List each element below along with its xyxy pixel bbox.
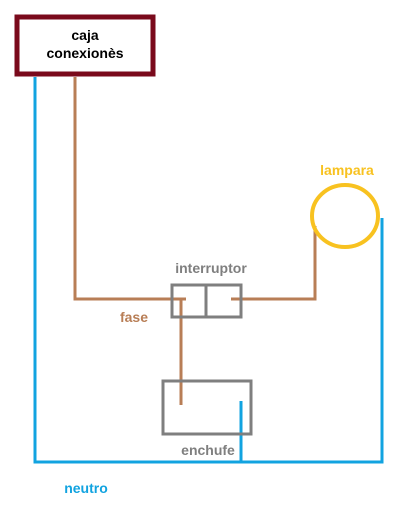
neutral-label: neutro: [64, 480, 108, 496]
junction-box-label-line2: conexionès: [46, 45, 123, 61]
junction-box: [14, 14, 156, 77]
switch-left: [170, 283, 208, 319]
switch-right: [204, 283, 243, 319]
outlet-box: [161, 379, 253, 436]
junction-box-label-line1: caja: [71, 27, 98, 43]
outlet-label: enchufe: [181, 442, 235, 458]
phase-wire-switch-to-lamp: [231, 226, 317, 301]
phase-label: fase: [120, 309, 148, 325]
switch-label: interruptor: [175, 260, 247, 276]
neutral-wire-main: [33, 77, 384, 464]
lamp-circle: [310, 183, 380, 249]
lamp-label: lampara: [320, 162, 374, 178]
phase-wire-box-to-switch: [73, 77, 186, 301]
